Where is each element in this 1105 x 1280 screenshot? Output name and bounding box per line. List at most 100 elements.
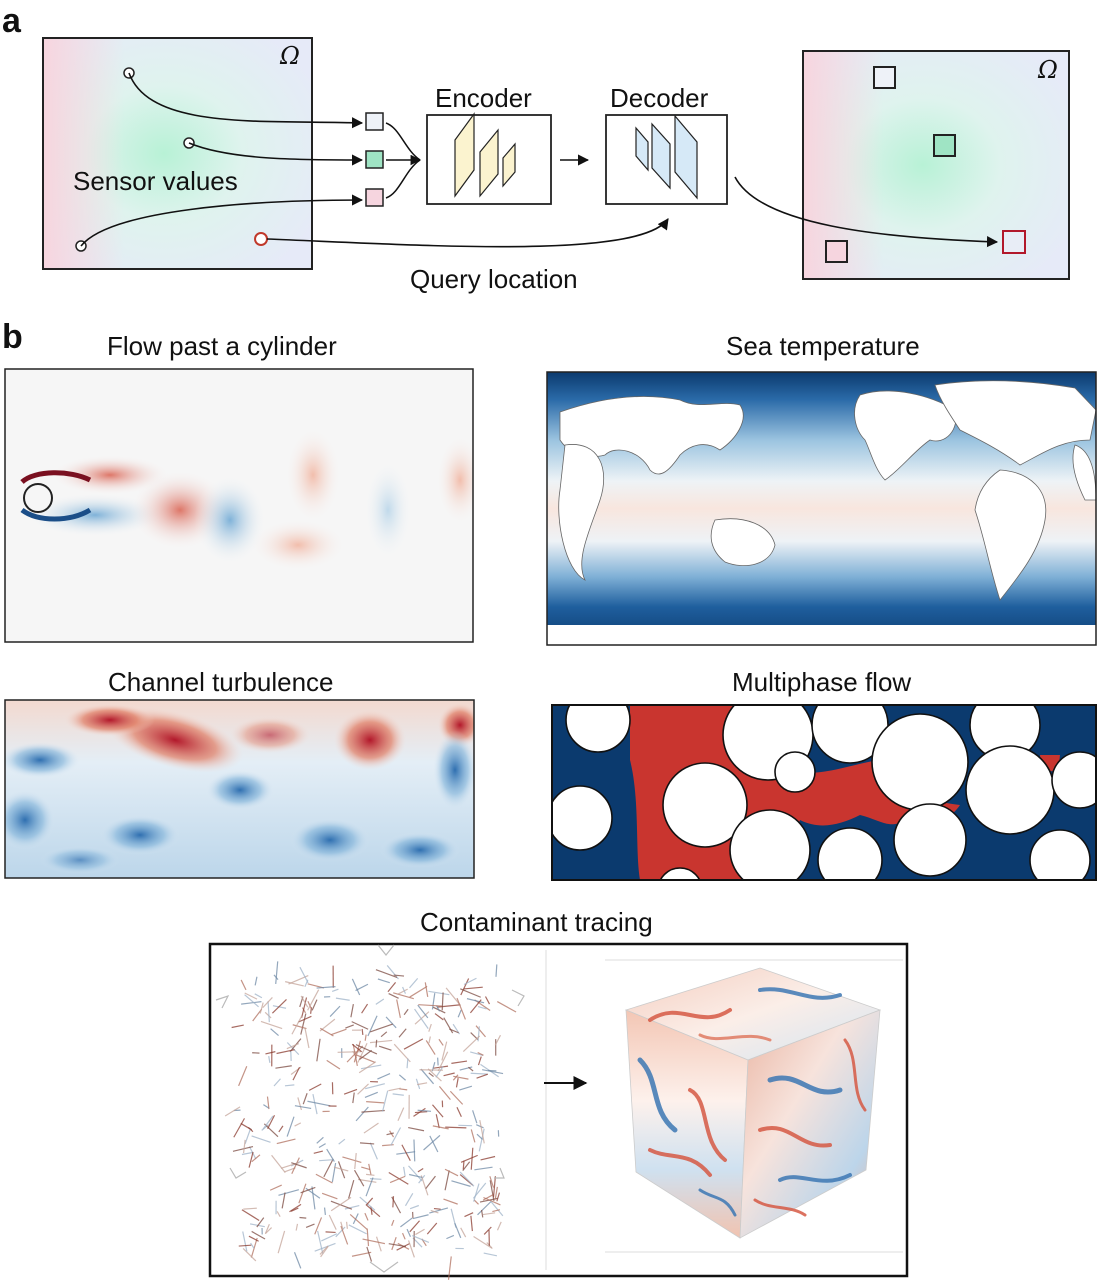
particle-streak (241, 1001, 262, 1005)
particle-streak (297, 1015, 312, 1023)
particle-streak (305, 1223, 315, 1228)
particle-streak (375, 998, 385, 1005)
particle-streak (307, 1100, 331, 1107)
particle-streak (473, 1236, 493, 1250)
particle-streak (369, 1023, 393, 1033)
particle-streak (477, 1056, 482, 1066)
particle-streak (262, 1115, 274, 1130)
particle-streak (365, 1177, 374, 1197)
particle-streak (333, 1166, 349, 1172)
particle-streak (466, 998, 485, 1004)
cylinder-flow-field (5, 369, 473, 642)
particle-streak (364, 1091, 378, 1099)
particle-streak (435, 1066, 444, 1078)
particle-streak (456, 1106, 462, 1117)
particle-streak (375, 1039, 378, 1048)
particle-streak (351, 1021, 369, 1030)
particle-streak (434, 1013, 444, 1021)
particle-streak (396, 1242, 411, 1251)
particle-streak (390, 1127, 402, 1146)
particle-streak (291, 1015, 303, 1035)
particle-streak (425, 1175, 436, 1189)
particle-streak (357, 1178, 377, 1183)
particle-streak (320, 1245, 329, 1258)
particle-streak (470, 1051, 484, 1057)
particle-streak (276, 1049, 295, 1055)
particle-streak (366, 1197, 374, 1206)
particle-streak (425, 1040, 436, 1055)
particle-streak (451, 1180, 471, 1187)
particle-streak (316, 986, 336, 989)
particle-streak (356, 1054, 375, 1063)
particle-cloud (224, 961, 517, 1280)
particle-streak (256, 1217, 265, 1228)
particle-streak (472, 1110, 478, 1124)
encoder-label: Encoder (435, 83, 532, 113)
particle-streak (437, 1004, 460, 1008)
particle-streak (365, 1083, 385, 1090)
particle-streak (238, 1244, 252, 1247)
particle-streak (420, 1068, 435, 1085)
particle-streak (435, 1114, 440, 1129)
particle-streak (441, 992, 444, 1011)
particle-streak (242, 1231, 248, 1252)
particle-streak (418, 1004, 443, 1007)
particle-streak (432, 1104, 444, 1118)
particle-streak (248, 1151, 254, 1168)
particle-streak (355, 1106, 369, 1122)
particle-streak (366, 1246, 373, 1262)
particle-streak (291, 1162, 307, 1169)
particle-streak (357, 1083, 369, 1095)
particle-streak (459, 1066, 473, 1071)
cylinder-title: Flow past a cylinder (107, 331, 337, 361)
particle-streak (429, 1207, 449, 1214)
particle-streak (482, 1069, 504, 1075)
particle-streak (454, 1222, 462, 1239)
particle-streak (408, 1126, 425, 1132)
particle-streak (428, 1072, 434, 1078)
particle-streak (270, 1028, 279, 1037)
particle-streak (361, 1166, 371, 1171)
particle-streak (408, 1165, 423, 1182)
particle-streak (251, 1230, 266, 1240)
particle-streak (248, 1235, 259, 1242)
particle-streak (428, 990, 450, 996)
particle-streak (424, 982, 429, 997)
particle-streak (403, 1166, 406, 1177)
particle-streak (393, 974, 405, 977)
particle-streak (299, 1216, 307, 1219)
particle-streak (476, 1124, 484, 1129)
particle-streak (311, 1186, 316, 1210)
particle-streak (409, 1204, 420, 1210)
particle-streak (243, 1207, 257, 1210)
particle-streak (470, 1072, 488, 1075)
particle-streak (240, 1122, 253, 1131)
particle-streak (316, 1038, 321, 1062)
particle-streak (318, 1143, 326, 1149)
particle-streak (406, 1228, 412, 1237)
particle-streak (447, 1256, 452, 1280)
particle-streak (346, 1045, 364, 1063)
axis-markers (215, 944, 525, 1273)
particle-streak (335, 997, 350, 1001)
particle-streak (330, 1196, 352, 1212)
particle-streak (284, 1084, 295, 1087)
particle-streak (428, 1036, 431, 1044)
particle-streak (361, 1003, 369, 1014)
particle-streak (351, 1043, 363, 1053)
particle-streak (417, 1168, 424, 1173)
particle-streak (359, 1142, 375, 1145)
particle-streak (300, 1186, 316, 1194)
particle-streak (254, 976, 258, 986)
particle-streak (496, 1001, 517, 1013)
particle-streak (451, 1060, 468, 1064)
particle-streak (433, 1065, 449, 1069)
particle-streak (433, 1207, 441, 1210)
omega-symbol: Ω (1037, 56, 1058, 84)
particle-streak (490, 1200, 504, 1217)
particle-streak (308, 1083, 322, 1091)
multiphase-title: Multiphase flow (732, 667, 911, 697)
particle-streak (224, 1106, 241, 1117)
particle-streak (277, 1230, 286, 1254)
particle-streak (337, 1161, 346, 1179)
